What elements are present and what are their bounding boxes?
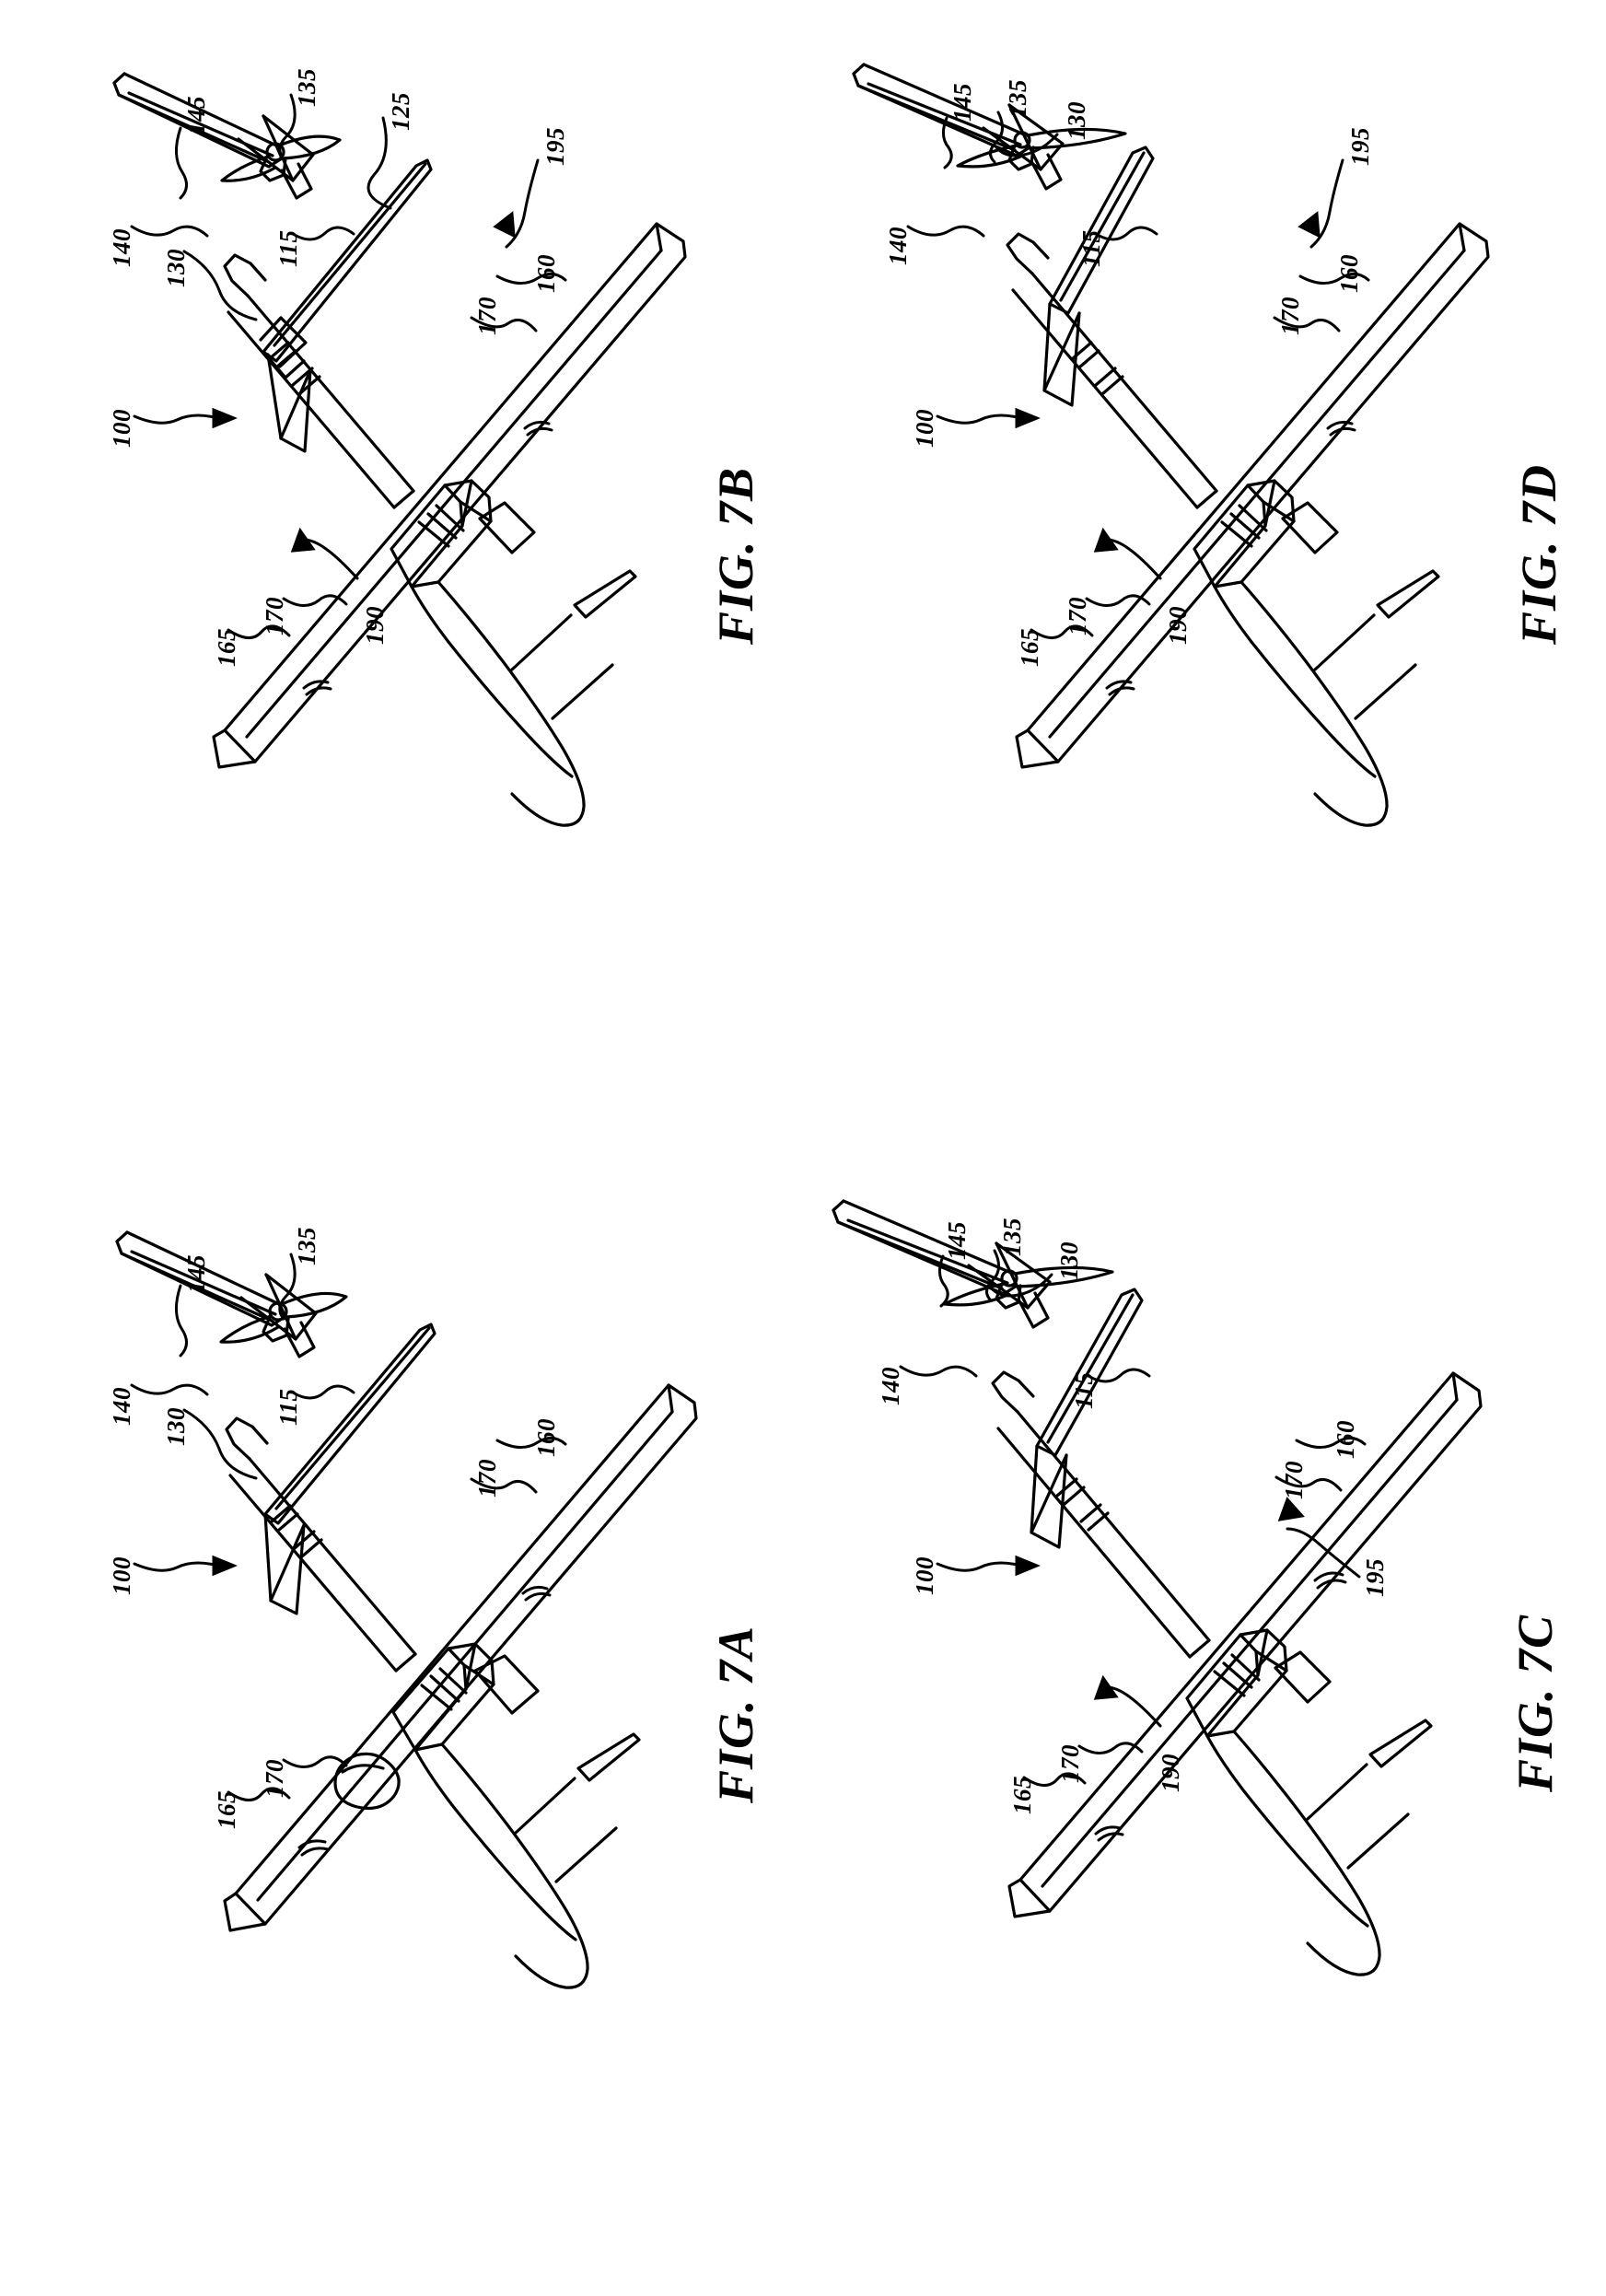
callout-145: 145 — [182, 96, 210, 134]
callout-160: 160 — [1335, 254, 1363, 293]
fuselage-pod-7b — [390, 479, 493, 589]
figure-drawing-7c — [832, 1199, 1483, 1976]
figure-drawing-7b — [112, 72, 687, 827]
pod-fin-7b — [478, 501, 536, 554]
lower-fin-7d — [1376, 569, 1440, 619]
callout-leaders-7d — [906, 111, 1370, 639]
rotating-wing-lower-7b — [266, 353, 312, 453]
callout-130: 130 — [162, 249, 190, 287]
pod-fin-7a — [473, 1654, 540, 1715]
rotating-wing-7b — [259, 158, 433, 379]
callout-165: 165 — [213, 628, 240, 667]
callout-145: 145 — [943, 1221, 971, 1260]
figure-drawing-7a — [115, 1230, 698, 1989]
figure-caption-7a: FIG. 7A — [708, 1625, 763, 1803]
callout-140: 140 — [884, 227, 912, 265]
callout-195: 195 — [541, 127, 569, 166]
figure-caption-7c: FIG. 7C — [1507, 1614, 1563, 1792]
figure-caption-7d: FIG. 7D — [1511, 463, 1566, 645]
lower-fin-7c — [1368, 1719, 1433, 1768]
rotating-wing-folded-7c — [1030, 1288, 1144, 1549]
callout-165: 165 — [213, 1790, 240, 1829]
wing-tip-7a — [223, 1892, 267, 1932]
callout-160: 160 — [1332, 1420, 1359, 1459]
control-surface-marks-7b — [302, 420, 553, 696]
main-wing-7a — [234, 1383, 698, 1926]
callout-165: 165 — [1016, 628, 1043, 667]
callout-135: 135 — [998, 1218, 1026, 1256]
lower-body-7b — [410, 580, 614, 827]
figure-caption-7b: FIG. 7B — [708, 466, 763, 645]
pod-fin-7d — [1281, 501, 1339, 554]
lower-body-7a — [413, 1742, 618, 1989]
callout-130: 130 — [1055, 1241, 1083, 1280]
callout-170-a: 170 — [473, 297, 501, 335]
callout-100: 100 — [911, 1556, 938, 1595]
figure-panel-7d: 145 135 130 140 195 115 160 170 100 170 … — [803, 0, 1606, 1148]
callout-190: 190 — [361, 606, 389, 645]
callout-140: 140 — [108, 228, 135, 267]
tail-assembly-7a — [115, 1230, 348, 1461]
control-surface-marks-7c — [1094, 1571, 1347, 1842]
callout-135: 135 — [293, 68, 320, 107]
control-surface-marks-7d — [1105, 420, 1356, 696]
boom-7a — [228, 1457, 417, 1672]
rotating-wing-7a — [263, 1323, 436, 1615]
control-surface-marks-7a — [297, 1585, 552, 1857]
callout-195: 195 — [1346, 127, 1374, 166]
callout-130: 130 — [162, 1407, 190, 1446]
figure-panel-7c: 145 135 130 140 115 160 170 195 100 170 … — [803, 1148, 1606, 2295]
sensor-dome-7a — [333, 1752, 401, 1811]
callout-135: 135 — [293, 1227, 320, 1265]
callout-170-a: 170 — [473, 1459, 501, 1498]
callout-190: 190 — [1164, 606, 1192, 645]
callout-170-a: 170 — [1280, 1461, 1308, 1499]
callout-115: 115 — [1070, 1371, 1098, 1409]
wing-tip-7b — [212, 728, 257, 769]
fuselage-pod-7a — [391, 1642, 495, 1752]
callout-115: 115 — [274, 229, 302, 267]
callout-115: 115 — [1077, 229, 1105, 267]
callout-165: 165 — [1008, 1776, 1036, 1814]
lower-fin-7a — [576, 1732, 641, 1782]
lower-body-7c — [1205, 1730, 1410, 1976]
fuselage-pod-7d — [1193, 479, 1296, 589]
callout-leaders-7a — [130, 1253, 567, 1801]
callout-195: 195 — [1361, 1558, 1389, 1597]
rotating-wing-folded-7d — [1042, 146, 1155, 407]
fuselage-pod-7c — [1185, 1628, 1288, 1738]
callout-160: 160 — [532, 1418, 560, 1457]
callout-170-a: 170 — [1276, 297, 1304, 335]
pod-fin-7c — [1274, 1650, 1332, 1704]
callout-140: 140 — [108, 1387, 135, 1426]
callout-115: 115 — [274, 1388, 302, 1426]
callout-100: 100 — [108, 409, 135, 448]
callout-190: 190 — [1157, 1754, 1184, 1792]
callout-100: 100 — [911, 409, 938, 448]
callout-135: 135 — [1004, 79, 1031, 118]
wing-tip-7c — [1007, 1878, 1052, 1918]
callout-leaders-7c — [899, 1249, 1367, 1787]
callout-100: 100 — [108, 1556, 135, 1595]
callout-170-b: 170 — [261, 597, 288, 635]
tail-assembly-7b — [112, 72, 342, 297]
callout-125: 125 — [387, 92, 414, 131]
callout-leaders-7b — [130, 93, 567, 639]
callout-160: 160 — [532, 254, 560, 293]
callout-140: 140 — [877, 1367, 904, 1405]
figure-panel-7a: 145 135 140 130 115 170 160 100 170 165 … — [0, 1148, 803, 2295]
callout-170-b: 170 — [1056, 1744, 1084, 1783]
callout-130: 130 — [1063, 101, 1090, 140]
wing-tip-7d — [1015, 728, 1060, 769]
callout-145: 145 — [182, 1254, 210, 1293]
figure-panel-7b: 145 135 125 140 130 195 115 160 170 100 … — [0, 0, 803, 1148]
boom-7c — [996, 1410, 1211, 1659]
callout-170-b: 170 — [261, 1759, 288, 1798]
boom-7b — [227, 294, 415, 509]
lower-fin-7b — [573, 569, 637, 619]
callout-145: 145 — [948, 83, 976, 122]
callout-170-b: 170 — [1064, 597, 1091, 635]
lower-body-7d — [1213, 580, 1417, 827]
